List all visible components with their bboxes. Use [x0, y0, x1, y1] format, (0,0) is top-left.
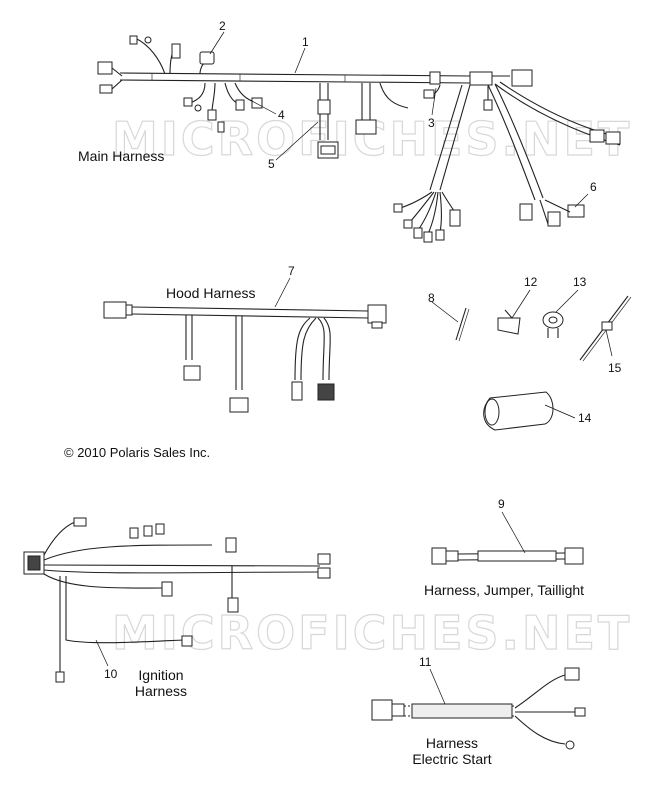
- jumper-taillight-label: Harness, Jumper, Taillight: [424, 582, 585, 598]
- callout-11: 11: [419, 655, 432, 669]
- ignition-harness-drawing: [23, 517, 331, 683]
- callout-7: 7: [288, 264, 295, 278]
- ignition-harness-label-line2: Harness: [134, 683, 188, 700]
- callout-14: 14: [578, 411, 592, 425]
- copyright-text: © 2010 Polaris Sales Inc.: [64, 445, 211, 460]
- callout-4: 4: [278, 108, 285, 122]
- electric-start-label-line1: Harness: [425, 735, 479, 751]
- ignition-harness-label-line1: Ignition: [138, 667, 184, 683]
- callout-6: 6: [590, 180, 597, 194]
- callout-15: 15: [608, 361, 622, 375]
- callout-12: 12: [524, 275, 538, 289]
- callout-5: 5: [268, 157, 275, 171]
- callout-9: 9: [498, 497, 505, 511]
- callout-2: 2: [219, 19, 226, 33]
- jumper-harness-drawing: [431, 547, 584, 565]
- callout-1: 1: [302, 35, 309, 49]
- main-harness-drawing: [97, 35, 621, 243]
- electric-start-label: Harness Electric Start: [400, 735, 504, 767]
- main-harness-label: Main Harness: [78, 148, 165, 164]
- hood-harness-label: Hood Harness: [166, 285, 256, 301]
- electric-start-label-line2: Electric Start: [412, 751, 492, 768]
- ignition-harness-label: Ignition Harness: [126, 667, 196, 699]
- callout-leaders: [95, 31, 613, 705]
- small-parts-drawing: [455, 295, 632, 431]
- electric-start-harness-drawing: [371, 667, 586, 750]
- hood-harness-drawing: [103, 301, 387, 413]
- callout-8: 8: [428, 291, 435, 305]
- callout-3: 3: [428, 116, 435, 130]
- watermark-bottom: MICROFICHES.NET: [111, 605, 633, 660]
- callout-10: 10: [104, 667, 118, 681]
- callout-13: 13: [573, 275, 587, 289]
